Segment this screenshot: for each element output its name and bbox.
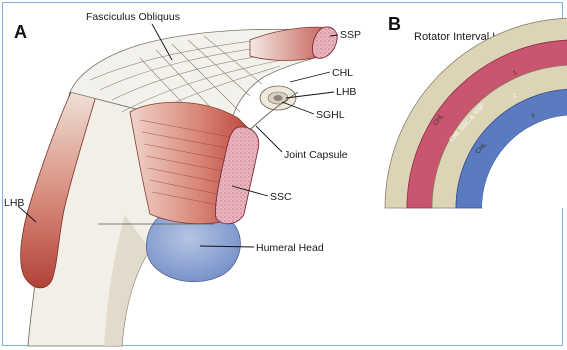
label-joint-capsule: Joint Capsule (284, 149, 348, 161)
panel-a-letter: A (14, 22, 27, 42)
label-humeral-head: Humeral Head (256, 242, 324, 254)
label-ssp: SSP (340, 29, 361, 41)
panel-b: B Rotator Interval Layers CHL 1 CHL SSC … (385, 14, 567, 208)
label-ssc: SSC (270, 191, 292, 203)
label-chl: CHL (332, 67, 353, 79)
label-fasciculus-obliquus: Fasciculus Obliquus (86, 11, 180, 23)
label-sghl: SGHL (316, 109, 345, 121)
label-lhb-lower: LHB (4, 197, 24, 209)
panel-b-letter: B (388, 14, 401, 34)
label-lhb-upper: LHB (336, 86, 356, 98)
panel-a: A (4, 11, 361, 346)
